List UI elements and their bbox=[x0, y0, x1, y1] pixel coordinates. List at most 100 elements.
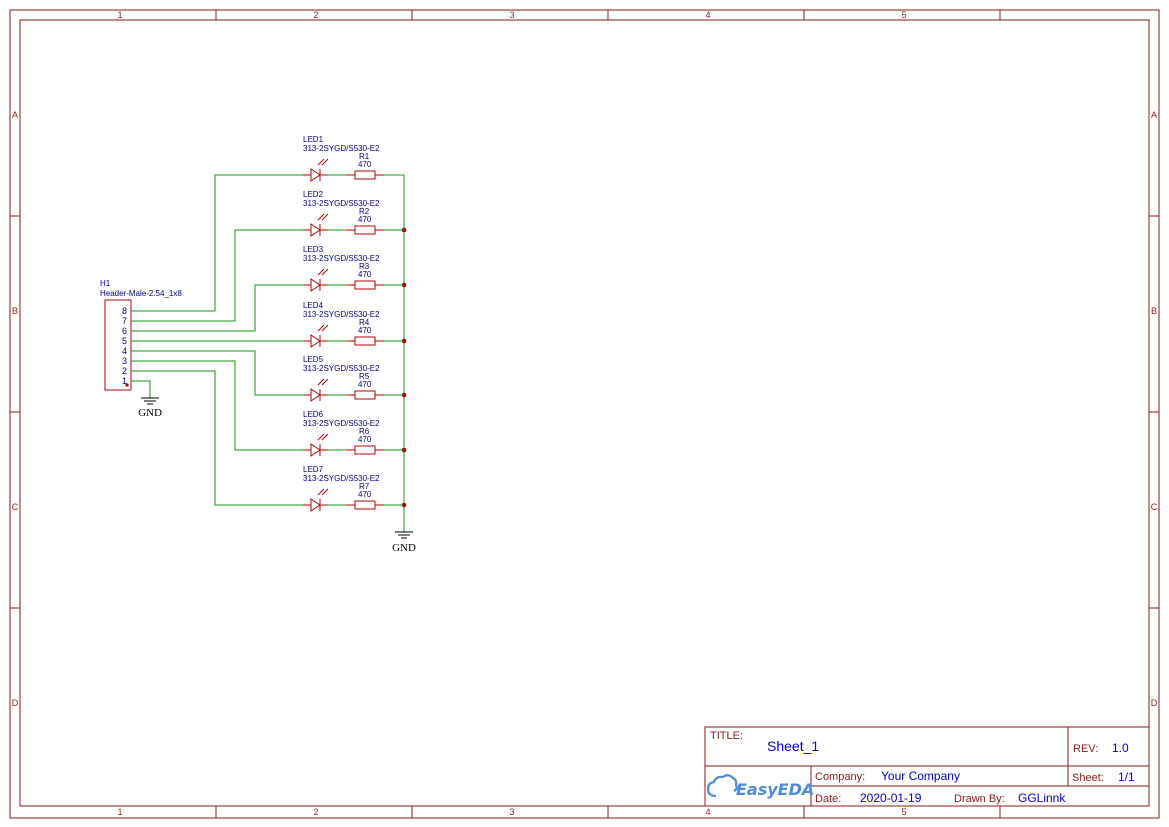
sheet-value: 1/1 bbox=[1118, 770, 1135, 784]
resistor-symbol bbox=[354, 445, 376, 455]
frame-col-label: 3 bbox=[509, 807, 514, 817]
led-designator: LED1 bbox=[303, 135, 324, 144]
led-designator: LED3 bbox=[303, 245, 324, 254]
connector-name: Header-Male-2.54_1x8 bbox=[100, 289, 182, 298]
resistor-value: 470 bbox=[358, 160, 372, 169]
led-part-number: 313-2SYGD/S530-E2 bbox=[303, 419, 380, 428]
frame-row-label: A bbox=[12, 110, 18, 120]
resistor-value: 470 bbox=[358, 380, 372, 389]
easyeda-logo: EasyEDA bbox=[706, 774, 814, 799]
frame-row-label: B bbox=[12, 306, 18, 316]
resistor-symbol bbox=[354, 390, 376, 400]
resistor-symbol bbox=[354, 500, 376, 510]
led-part-number: 313-2SYGD/S530-E2 bbox=[303, 474, 380, 483]
connector-pin-label: 6 bbox=[122, 326, 127, 336]
frame-col-label: 4 bbox=[705, 807, 710, 817]
led-symbol bbox=[310, 223, 321, 237]
led-designator: LED6 bbox=[303, 410, 324, 419]
frame-col-label: 5 bbox=[901, 10, 906, 20]
frame-row-label: C bbox=[1151, 502, 1158, 512]
led-part-number: 313-2SYGD/S530-E2 bbox=[303, 364, 380, 373]
frame-row-label: C bbox=[12, 502, 19, 512]
rev-value: 1.0 bbox=[1112, 741, 1129, 755]
led-symbol bbox=[310, 168, 321, 182]
resistor-symbol bbox=[354, 225, 376, 235]
ground-label: GND bbox=[392, 542, 416, 554]
resistor-designator: R5 bbox=[359, 372, 370, 381]
channel-4[interactable]: LED4 313-2SYGD/S530-E2 R4 470 bbox=[303, 301, 404, 348]
rev-key: REV: bbox=[1073, 743, 1098, 755]
channel-7[interactable]: LED7 313-2SYGD/S530-E2 R7 470 bbox=[303, 465, 404, 512]
frame-row-label: D bbox=[12, 698, 19, 708]
led-part-number: 313-2SYGD/S530-E2 bbox=[303, 144, 380, 153]
led-part-number: 313-2SYGD/S530-E2 bbox=[303, 199, 380, 208]
frame-col-label: 3 bbox=[509, 10, 514, 20]
connector-pin-label: 5 bbox=[122, 336, 127, 346]
resistor-symbol bbox=[354, 170, 376, 180]
resistor-designator: R6 bbox=[359, 427, 370, 436]
resistor-symbol bbox=[354, 280, 376, 290]
frame-col-label: 2 bbox=[313, 10, 318, 20]
led-part-number: 313-2SYGD/S530-E2 bbox=[303, 310, 380, 319]
led-designator: LED4 bbox=[303, 301, 324, 310]
connector-pin-label: 8 bbox=[122, 306, 127, 316]
date-key: Date: bbox=[815, 793, 841, 805]
channel-3[interactable]: LED3 313-2SYGD/S530-E2 R3 470 bbox=[303, 245, 404, 292]
company-key: Company: bbox=[815, 771, 865, 783]
resistor-designator: R2 bbox=[359, 207, 370, 216]
channel-2[interactable]: LED2 313-2SYGD/S530-E2 R2 470 bbox=[303, 190, 404, 237]
resistor-value: 470 bbox=[358, 435, 372, 444]
resistor-designator: R1 bbox=[359, 152, 370, 161]
frame-col-label: 5 bbox=[901, 807, 906, 817]
resistor-value: 470 bbox=[358, 490, 372, 499]
ground-symbol-connector: GND bbox=[138, 397, 162, 419]
pin1-marker bbox=[125, 383, 129, 387]
connector-pin-label: 3 bbox=[122, 356, 127, 366]
frame-row-label: B bbox=[1151, 306, 1157, 316]
resistor-designator: R3 bbox=[359, 262, 370, 271]
resistor-value: 470 bbox=[358, 270, 372, 279]
frame-row-label: A bbox=[1151, 110, 1157, 120]
channel-6[interactable]: LED6 313-2SYGD/S530-E2 R6 470 bbox=[303, 410, 404, 457]
led-symbol bbox=[310, 498, 321, 512]
frame-row-label: D bbox=[1151, 698, 1158, 708]
sheet-border-outer bbox=[9, 9, 1160, 819]
channel-1[interactable]: LED1 313-2SYGD/S530-E2 R1 470 bbox=[303, 135, 404, 182]
company-value: Your Company bbox=[881, 769, 960, 783]
frame-zone-ticks bbox=[10, 10, 1159, 818]
led-designator: LED2 bbox=[303, 190, 324, 199]
led-symbol bbox=[310, 334, 321, 348]
sheet-border-inner bbox=[19, 19, 1150, 807]
led-symbol bbox=[310, 388, 321, 402]
resistor-designator: R7 bbox=[359, 482, 370, 491]
connector-h1[interactable]: H1 Header-Male-2.54_1x8 8 7 6 5 4 3 2 1 bbox=[100, 279, 182, 391]
channel-5[interactable]: LED5 313-2SYGD/S530-E2 R5 470 bbox=[303, 355, 404, 402]
drawn-by-key: Drawn By: bbox=[954, 793, 1005, 805]
led-symbol bbox=[310, 443, 321, 457]
resistor-value: 470 bbox=[358, 326, 372, 335]
led-part-number: 313-2SYGD/S530-E2 bbox=[303, 254, 380, 263]
connector-body bbox=[104, 299, 132, 391]
connector-pin-label: 1 bbox=[122, 376, 127, 386]
cloud-icon bbox=[706, 774, 738, 798]
sheet-title: Sheet_1 bbox=[767, 738, 819, 754]
resistor-value: 470 bbox=[358, 215, 372, 224]
resistor-symbol bbox=[354, 336, 376, 346]
led-symbol bbox=[310, 278, 321, 292]
led-designator: LED5 bbox=[303, 355, 324, 364]
date-value: 2020-01-19 bbox=[860, 791, 922, 805]
connector-pin-label: 4 bbox=[122, 346, 127, 356]
drawn-by-value: GGLinnk bbox=[1018, 791, 1066, 805]
connector-designator: H1 bbox=[100, 279, 111, 288]
resistor-designator: R4 bbox=[359, 318, 370, 327]
connector-pin-label: 7 bbox=[122, 316, 127, 326]
frame-col-label: 1 bbox=[117, 10, 122, 20]
common-ground-bus: GND bbox=[392, 175, 416, 554]
frame-col-label: 4 bbox=[705, 10, 710, 20]
connector-pin-label: 2 bbox=[122, 366, 127, 376]
frame-col-label: 1 bbox=[117, 807, 122, 817]
title-key: TITLE: bbox=[710, 730, 743, 742]
connector-wires bbox=[131, 174, 303, 506]
ground-label: GND bbox=[138, 407, 162, 419]
